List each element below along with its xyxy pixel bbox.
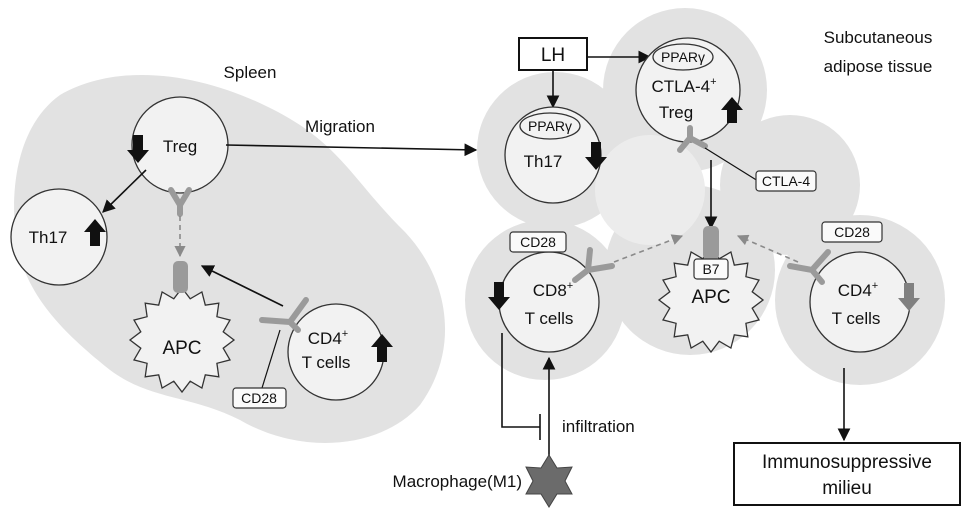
down-arrow-icon [585,142,607,170]
b7-tag [693,258,729,280]
spleen-treg-cell: Treg [127,96,229,217]
cd28-left-tag [509,231,567,253]
adipose-th17-label: Th17 [524,152,563,171]
up-arrow-icon [371,334,393,362]
adipose-cd4-label: CD4+ [838,280,878,300]
adipose-cd4-tcell: CD4+ T cells [787,249,920,353]
spleen-label: Spleen [224,63,277,82]
adipose-th17-cell: PPARγ Th17 [504,106,607,204]
adipose-label-line1: Subcutaneous [824,28,933,47]
lh-label: LH [541,45,565,66]
milieu-box [733,442,961,506]
milieu-label-line2: milieu [822,478,872,499]
down-arrow-icon [127,135,149,163]
spleen-treg-label: Treg [163,137,197,156]
spleen-cd4-label: CD4+ [308,328,348,348]
spleen-cd28-label: CD28 [241,390,277,406]
cd4-to-apc-dashed-arrow [736,234,799,263]
treg-receptor-icon [168,187,192,217]
treg-ctla4-label: CTLA-4+ [651,76,716,96]
apc-mhc-icon [173,261,188,293]
cd4-to-apc-arrow [200,265,284,307]
spleen-th17-cell: Th17 [10,188,108,286]
apc-mhc-icon [703,226,719,260]
cd8-tcells-label: T cells [525,309,574,328]
milieu-label-line1: Immunosuppressive [762,452,932,473]
cd8-tcell: CD8+ T cells [488,247,615,353]
cd8-label: CD8+ [533,280,573,300]
ctla4-pointer-line [704,147,759,182]
cd28-pointer-line [261,329,281,389]
spleen-cd28-tag [232,387,287,409]
infiltration-label: infiltration [562,417,635,436]
cd28-left-label: CD28 [520,234,556,250]
cd28-right-tag [821,221,883,243]
ctla4-tag [755,170,817,192]
cd8-to-apc-dashed-arrow [613,234,684,263]
adipose-apc-label: APC [691,287,730,308]
pparg-receptor-icon [519,112,581,140]
pparg-receptor-icon [652,43,714,71]
cd8-cd28-receptor-icon [572,247,615,283]
spleen-apc-cell: APC [128,261,236,394]
adipose-apc-cell: B7 APC [657,226,765,354]
treg-pparg-label: PPARγ [661,49,705,65]
up-arrow-icon [721,97,743,123]
ctla4-receptor-icon [677,125,708,153]
macrophage-label: Macrophage(M1) [393,472,522,491]
migration-label: Migration [305,117,375,136]
macrophage-star-icon [525,454,573,508]
ctla4-tag-label: CTLA-4 [762,173,810,189]
spleen-cd4-tcells-label: T cells [302,353,351,372]
migration-arrow [225,143,478,157]
treg-name-label: Treg [659,103,693,122]
cd28-right-label: CD28 [834,224,870,240]
cd8-inhibition-line [501,333,540,428]
adipose-treg-cell: PPARγ CTLA-4+ Treg [635,37,743,153]
treg-to-th17-arrow [102,169,147,213]
spleen-th17-label: Th17 [29,228,68,247]
cd4-cd28-receptor-icon [787,249,831,285]
up-arrow-icon [84,219,106,246]
b7-label: B7 [702,261,719,277]
spleen-cd4-cell: CD4+ T cells [259,297,393,401]
adipose-cd4-tcells-label: T cells [832,309,881,328]
spleen-apc-label: APC [162,338,201,359]
cd4-cd28-receptor-icon [259,297,309,333]
down-arrow-icon [488,282,510,310]
down-arrow-gray-icon [898,283,920,311]
adipose-label-line2: adipose tissue [824,57,933,76]
th17-pparg-label: PPARγ [528,118,572,134]
